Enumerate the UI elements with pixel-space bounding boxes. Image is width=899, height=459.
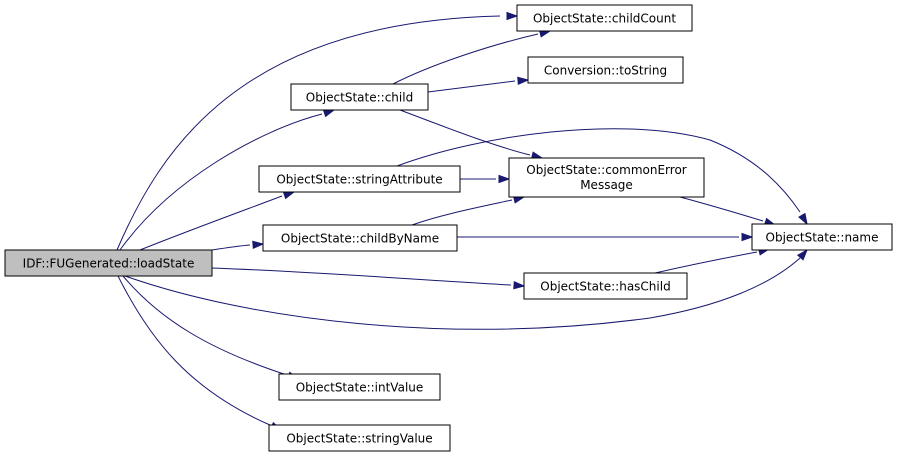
node-to-string[interactable]: Conversion::toString <box>527 56 684 84</box>
node-label: ObjectState::child <box>306 91 413 105</box>
node-label: ObjectState::stringAttribute <box>276 173 442 187</box>
node-label: ObjectState::childByName <box>281 232 439 246</box>
arrowhead <box>798 212 808 226</box>
arrowhead <box>498 174 511 184</box>
arrowhead <box>282 191 296 200</box>
node-child[interactable]: ObjectState::child <box>290 83 429 111</box>
arrowhead <box>322 109 336 118</box>
node-label: Message <box>580 178 633 192</box>
arrowhead <box>506 11 519 21</box>
arrowhead <box>252 240 265 249</box>
edge-childByName-to-commonErrorMessage <box>411 195 526 226</box>
node-common-error-message[interactable]: ObjectState::commonError Message <box>508 157 705 198</box>
edge-loadState-to-stringAttribute <box>139 191 296 251</box>
edge-hasChild-to-name <box>654 247 771 274</box>
node-label: ObjectState::commonError <box>526 163 687 177</box>
call-nodes: IDF::FUGenerated::loadState ObjectState:… <box>4 4 893 452</box>
edge-child-to-commonErrorMessage <box>399 109 544 160</box>
edge-loadState-to-hasChild <box>211 267 526 290</box>
edge-loadState-to-stringValue <box>117 275 283 431</box>
node-string-value[interactable]: ObjectState::stringValue <box>268 424 451 452</box>
node-string-attribute[interactable]: ObjectState::stringAttribute <box>258 165 461 193</box>
node-label: IDF::FUGenerated::loadState <box>23 257 195 271</box>
arrowhead <box>741 232 754 242</box>
edge-child-to-toString <box>427 76 530 93</box>
edge-stringAttribute-to-name <box>396 128 808 226</box>
node-label: ObjectState::intValue <box>296 381 424 395</box>
edge-loadState-to-name <box>124 248 808 330</box>
edge-loadState-to-childCount <box>116 11 519 251</box>
node-label: ObjectState::name <box>766 231 879 245</box>
arrowhead <box>517 76 530 85</box>
node-child-by-name[interactable]: ObjectState::childByName <box>262 224 458 252</box>
edge-commonErrorMessage-to-name <box>679 196 777 226</box>
edge-child-to-childCount <box>392 29 552 85</box>
arrowhead <box>513 281 526 290</box>
edge-childByName-to-name <box>457 232 754 242</box>
node-int-value[interactable]: ObjectState::intValue <box>278 373 441 401</box>
node-has-child[interactable]: ObjectState::hasChild <box>523 272 688 300</box>
edge-loadState-to-intValue <box>122 275 300 380</box>
node-label: ObjectState::hasChild <box>540 280 670 294</box>
node-load-state[interactable]: IDF::FUGenerated::loadState <box>4 249 213 277</box>
node-name[interactable]: ObjectState::name <box>751 223 893 251</box>
node-label: ObjectState::childCount <box>533 12 676 26</box>
node-label: Conversion::toString <box>544 64 667 78</box>
node-child-count[interactable]: ObjectState::childCount <box>516 4 693 32</box>
node-label: ObjectState::stringValue <box>286 432 432 446</box>
call-edges <box>116 11 808 431</box>
edge-loadState-to-childByName <box>211 240 265 251</box>
edge-stringAttribute-to-commonErrorMessage <box>460 174 511 184</box>
arrowhead <box>796 248 808 261</box>
